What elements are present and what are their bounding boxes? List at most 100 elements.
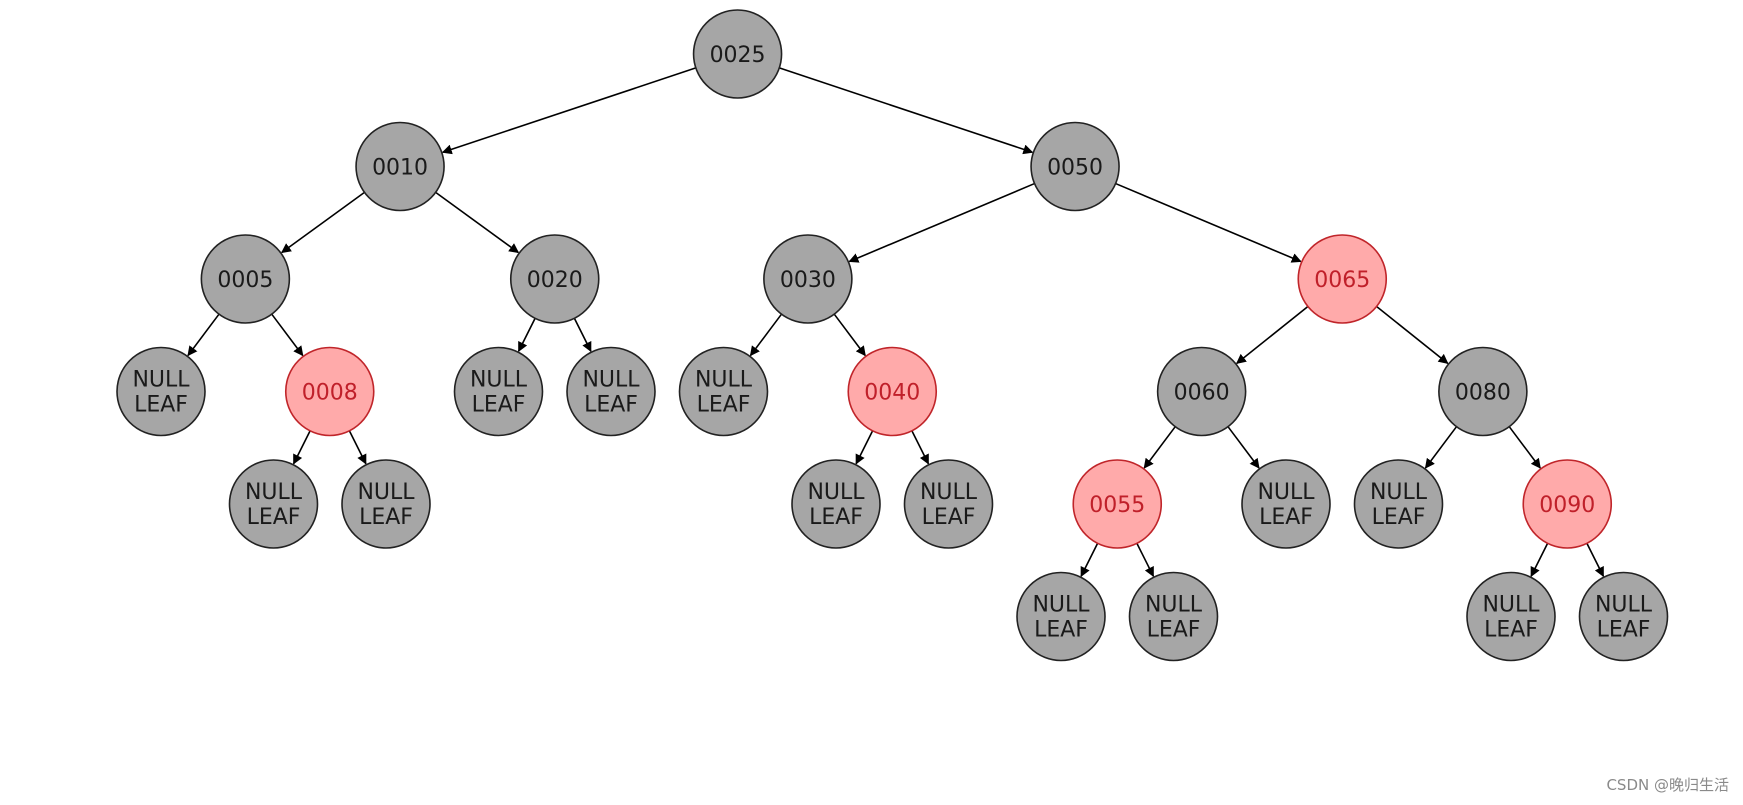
black-tree-node: 0010: [355, 121, 445, 212]
node-circle: [284, 346, 375, 437]
red-tree-node: 0008: [284, 346, 375, 437]
node-label: 0050: [1047, 156, 1103, 181]
black-tree-node: 0030: [763, 234, 853, 324]
tree-edge-arrow: [1586, 542, 1605, 578]
red-tree-node: 0040: [847, 346, 938, 437]
node-label: 0010: [372, 156, 428, 181]
node-circle: [692, 9, 783, 99]
tree-edge-arrow: [348, 430, 367, 465]
tree-edge-arrow: [1080, 542, 1099, 578]
node-label: 0040: [864, 381, 920, 406]
node-circle: [1353, 459, 1444, 549]
tree-edge-arrow: [435, 191, 520, 254]
tree-edge-arrow: [517, 317, 536, 353]
node-label: 0080: [1455, 381, 1511, 406]
node-circle: [200, 234, 291, 324]
red-tree-node: 0055: [1072, 459, 1163, 549]
node-circle: [509, 234, 600, 324]
tree-edge-arrow: [280, 191, 365, 254]
tree-edge-arrow: [292, 430, 311, 465]
tree-edge-arrow: [1143, 426, 1176, 469]
node-circle: [1128, 571, 1219, 662]
node-circle: [1072, 459, 1163, 549]
node-circle: [355, 121, 445, 212]
node-circle: [1578, 571, 1669, 662]
node-label: 0008: [302, 381, 358, 406]
black-tree-node: 0080: [1438, 346, 1528, 437]
tree-edge-arrow: [911, 430, 930, 465]
black-tree-node: 0025: [692, 9, 783, 99]
watermark: CSDN @晚归生活: [1606, 776, 1729, 794]
tree-edge-arrow: [833, 313, 866, 357]
node-label: 0065: [1314, 268, 1370, 293]
black-tree-node: 0050: [1030, 121, 1120, 212]
tree-edge-arrow: [1115, 182, 1302, 263]
node-circle: [847, 346, 938, 437]
node-circle: [1241, 459, 1331, 549]
node-circle: [678, 346, 769, 437]
node-circle: [1438, 346, 1528, 437]
black-tree-node: 0060: [1156, 346, 1247, 437]
node-label: 0020: [527, 268, 583, 293]
tree-edge-arrow: [749, 313, 783, 357]
node-circle: [116, 346, 206, 437]
tree-edge-arrow: [1235, 305, 1309, 365]
node-circle: [763, 234, 853, 324]
tree-edge-arrow: [573, 317, 592, 353]
node-circle: [341, 459, 431, 549]
tree-edge-arrow: [1530, 542, 1549, 578]
tree-edge-arrow: [187, 313, 220, 357]
node-circle: [228, 459, 319, 549]
tree-edge-arrow: [1508, 426, 1541, 469]
tree-edge-arrow: [1136, 542, 1155, 578]
black-tree-node: 0005: [200, 234, 291, 324]
node-label: 0055: [1089, 493, 1145, 518]
red-tree-node: 0090: [1522, 459, 1613, 549]
node-circle: [1522, 459, 1613, 549]
node-circle: [903, 459, 994, 549]
tree-edge-arrow: [1424, 426, 1458, 469]
node-circle: [1016, 571, 1106, 662]
edges-layer: [187, 67, 1605, 578]
tree-edge-arrow: [1376, 305, 1449, 365]
node-circle: [566, 346, 656, 437]
node-label: 0060: [1174, 381, 1230, 406]
tree-edge-arrow: [848, 182, 1035, 263]
tree-edge-arrow: [441, 67, 697, 155]
node-label: 0025: [710, 43, 766, 68]
node-circle: [1156, 346, 1247, 437]
node-label: 0090: [1539, 493, 1595, 518]
black-tree-node: 0020: [509, 234, 600, 324]
tree-edge-arrow: [1227, 426, 1260, 469]
node-label: 0005: [217, 268, 273, 293]
tree-edge-arrow: [855, 430, 874, 465]
